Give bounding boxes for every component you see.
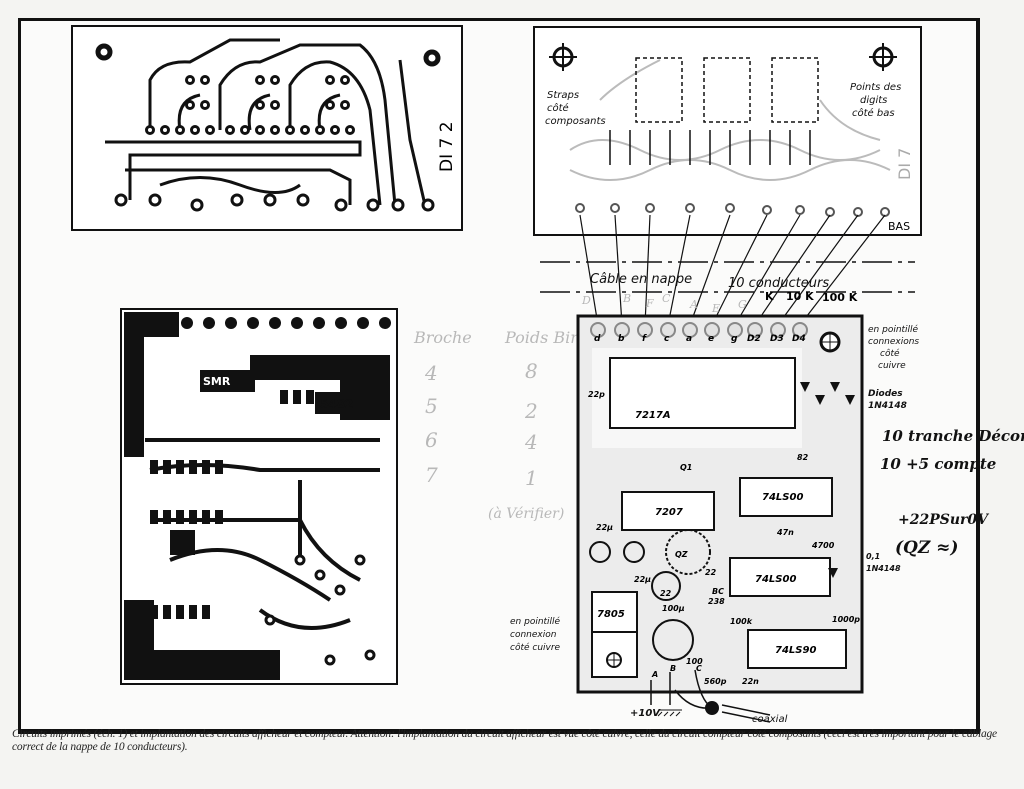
svg-text:C: C (696, 664, 702, 673)
svg-text:A: A (689, 298, 698, 311)
svg-text:4700: 4700 (811, 541, 835, 550)
svg-text:7: 7 (425, 463, 438, 487)
svg-text:QZ: QZ (675, 550, 688, 559)
handwritten-pin-table: Broche Poids Bin 4 8 5 2 6 4 7 1 (à Vérifier… (413, 328, 581, 522)
svg-text:1: 1 (525, 466, 538, 490)
svg-text:G: G (738, 298, 747, 311)
handwritten-notes: 10 tranche Décomp 10 +5 compte +22PSur0V… (880, 427, 1024, 558)
label-5482: 5482 (320, 397, 353, 411)
svg-text:1000p: 1000p (832, 615, 860, 624)
mounting-hole-icon (869, 43, 897, 71)
svg-text:B: B (622, 292, 631, 305)
ic-label: 7805 (597, 609, 625, 620)
diode-note-2: 0,1 1N4148 (866, 552, 901, 573)
svg-text:C: C (662, 292, 671, 305)
svg-text:D: D (581, 294, 591, 307)
cable-title-left: Câble en nappe (590, 272, 692, 287)
resistor-10k: 10 K (786, 290, 814, 303)
svg-text:c: c (664, 334, 670, 344)
svg-text:D4: D4 (792, 334, 806, 344)
svg-text:10 tranche Décomp: 10 tranche Décomp (882, 427, 1024, 445)
mounting-hole-icon (549, 43, 577, 71)
ribbon-cable: Câble en nappe 10 conducteurs K 10 K 100… (540, 214, 915, 326)
svg-text:Broche: Broche (413, 328, 472, 347)
dotted-connections-note: en pointillé connexions côté cuivre (868, 324, 922, 371)
coax-label: coaxial (752, 714, 788, 725)
svg-text:b: b (618, 334, 625, 344)
svg-text:+22PSur0V: +22PSur0V (898, 512, 990, 528)
svg-text:238: 238 (708, 597, 725, 606)
ic-74ls90 (747, 629, 847, 669)
ic-label: 74LS00 (755, 574, 796, 585)
svg-text:22μ: 22μ (634, 575, 651, 584)
mounting-hole-icon (819, 331, 841, 353)
svg-text:82: 82 (797, 453, 809, 462)
counter-component-layout: d b f c a e g D2 D3 D4 7217A 7207 74LS00 74LS00 7… (576, 314, 864, 723)
svg-text:D3: D3 (770, 334, 784, 344)
svg-text:22: 22 (660, 589, 672, 598)
display-pcb-copper: DI 7 2 (71, 25, 463, 231)
svg-text:Q1: Q1 (680, 463, 692, 472)
svg-text:560p: 560p (704, 677, 727, 686)
svg-text:F: F (645, 297, 654, 310)
ic-7217a (609, 357, 796, 429)
ic-label: 74LS90 (775, 645, 816, 656)
svg-text:(QZ ≈): (QZ ≈) (895, 538, 958, 558)
svg-text:22: 22 (705, 568, 717, 577)
label-smr: SMR (203, 375, 231, 388)
dotted-connection-note: en pointillé connexion côté cuivre (510, 616, 563, 653)
ic-label: 74LS00 (762, 492, 803, 503)
svg-text:A: A (651, 670, 658, 679)
svg-text:B: B (670, 664, 676, 673)
bas-label: BAS (888, 220, 910, 233)
svg-text:Poids Bin: Poids Bin (504, 328, 581, 347)
svg-text:BC: BC (712, 587, 724, 596)
board-label-di72: DI 7 2 (437, 121, 457, 172)
diodes-note: Diodes 1N4148 (868, 389, 907, 411)
diode-icons (800, 382, 855, 578)
resistor-100k: 100 K (822, 291, 858, 304)
svg-text:e: e (708, 334, 714, 344)
svg-text:D2: D2 (747, 334, 761, 344)
ic-label: 7207 (655, 507, 683, 518)
cable-title-right: 10 conducteurs (728, 276, 829, 291)
svg-text:22μ: 22μ (596, 523, 613, 532)
regulator-hole-icon (606, 652, 622, 668)
svg-text:22n: 22n (742, 677, 759, 686)
straps-note: Straps côté composants (545, 90, 606, 127)
connector-pin-labels: d b f c a e g D2 D3 D4 (594, 334, 806, 344)
svg-text:f: f (642, 334, 647, 344)
svg-text:5: 5 (425, 394, 438, 418)
display-pcb-layout: Straps côté composants Points des digits… (533, 26, 922, 236)
svg-text:100k: 100k (730, 617, 753, 626)
svg-text:d: d (594, 334, 601, 344)
figure-caption: Circuits imprimés (éch. 1) et implantati… (12, 728, 997, 753)
svg-text:(à Vérifier): (à Vérifier) (488, 506, 564, 522)
svg-text:E: E (711, 302, 720, 315)
digit-points-note: Points des digits côté bas (850, 82, 904, 119)
component-values: 22p 82 Q1 22μ 22μ QZ 47n 4700 22 22 BC 2… (588, 390, 860, 686)
svg-text:22p: 22p (588, 390, 605, 399)
svg-text:4: 4 (424, 361, 438, 385)
power-label: +10V (630, 708, 661, 719)
regulator-7805 (591, 591, 638, 633)
svg-text:47n: 47n (776, 528, 794, 537)
ic-7207 (621, 491, 715, 531)
svg-text:100μ: 100μ (662, 604, 685, 613)
counter-pcb-copper: SMR 5482 (120, 308, 398, 685)
svg-text:a: a (686, 334, 692, 344)
ic-label: 7217A (635, 410, 671, 421)
ic-74ls00-b (729, 557, 831, 597)
svg-text:2: 2 (524, 399, 538, 423)
svg-text:g: g (731, 334, 738, 344)
board-label-di7: DI 7 (895, 148, 914, 180)
resistor-k: K (765, 290, 774, 303)
ic-74ls00-a (739, 477, 833, 517)
svg-text:6: 6 (425, 428, 438, 452)
svg-text:10 +5 compte: 10 +5 compte (880, 455, 996, 473)
svg-text:100: 100 (686, 657, 703, 666)
svg-text:4: 4 (524, 430, 538, 454)
svg-text:8: 8 (525, 359, 538, 383)
